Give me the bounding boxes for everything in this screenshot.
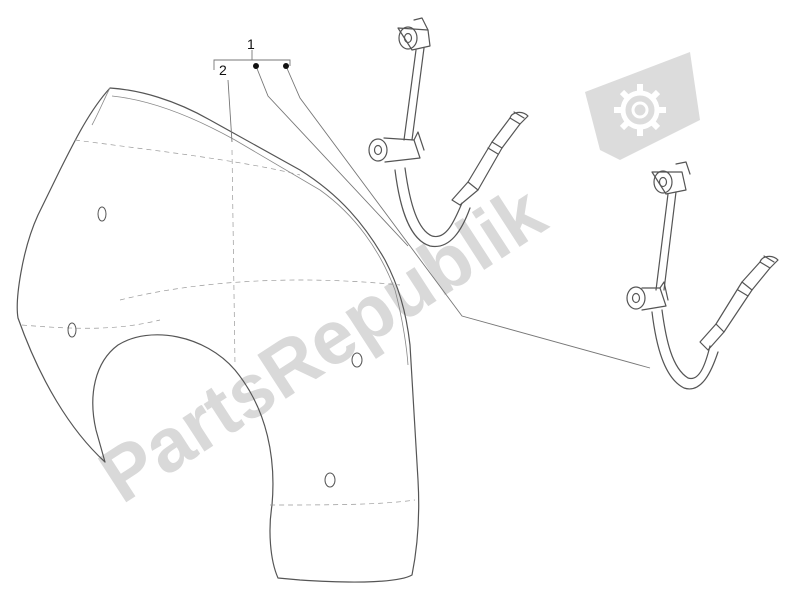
callout-part-number: 2	[219, 62, 227, 78]
windshield-inner-edge	[111, 95, 409, 366]
mounting-hole	[324, 472, 336, 488]
windshield-outline	[16, 87, 420, 583]
gear-icon	[614, 84, 666, 136]
callout-dot	[283, 63, 289, 69]
leader-to-windshield	[227, 79, 233, 143]
leader-to-bracket-upper	[255, 65, 409, 247]
windshield-bracket-lower	[626, 161, 779, 390]
callout-leaders	[213, 50, 651, 369]
partsrepublik-watermark: PartsRepublik	[85, 52, 700, 519]
watermark-banner-shape	[585, 52, 700, 160]
windshield-reference-lines	[21, 139, 416, 506]
mounting-hole	[351, 352, 363, 368]
mounting-holes	[67, 206, 363, 488]
mounting-hole	[97, 206, 107, 222]
windshield-top-thickness	[91, 87, 111, 126]
mounting-hole	[67, 322, 77, 338]
leader-to-bracket-lower	[285, 65, 651, 369]
callout-assembly-number: 1	[247, 36, 255, 52]
watermark-text: PartsRepublik	[85, 169, 560, 519]
windshield-screen	[16, 87, 420, 583]
callout-dot	[253, 63, 259, 69]
windshield-bracket-upper	[368, 17, 529, 248]
